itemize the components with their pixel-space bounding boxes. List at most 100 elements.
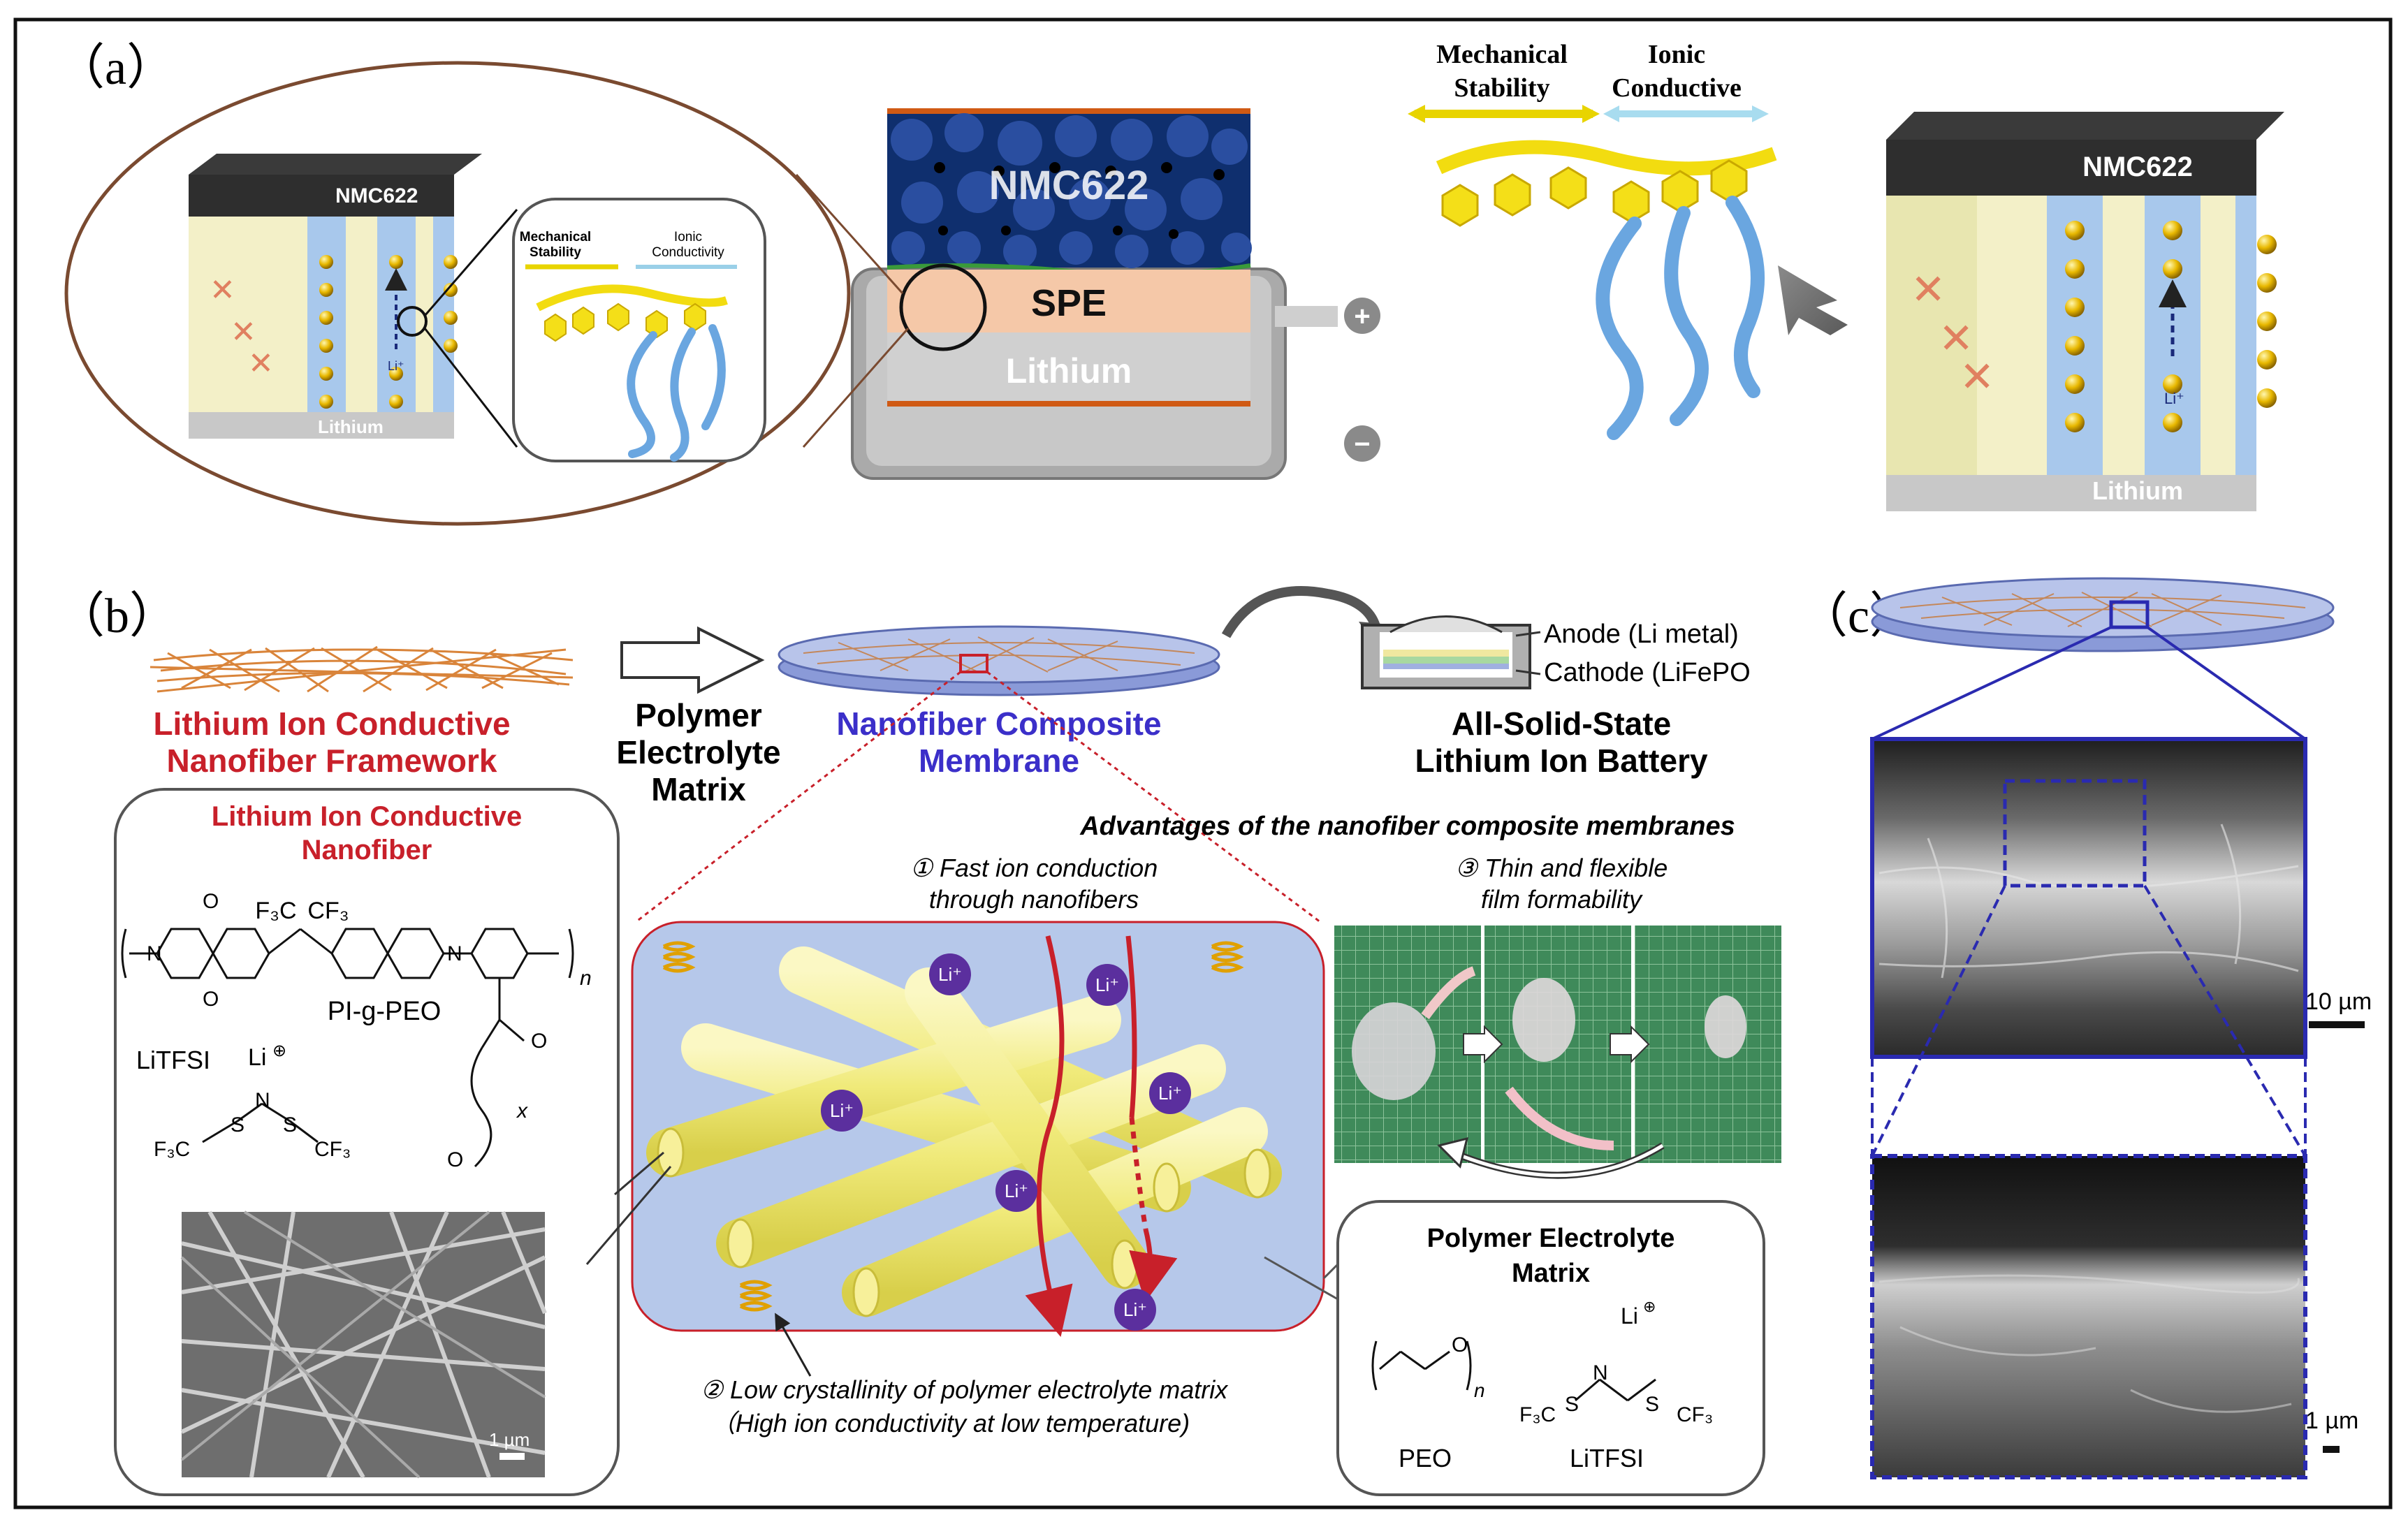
result-li-label: Li⁺	[2164, 390, 2184, 407]
inset-lithium-label: Lithium	[318, 416, 384, 437]
li-ion-label: Li⁺	[1005, 1180, 1028, 1201]
advantage-3-line2: film formability	[1481, 885, 1643, 914]
hexagon-groups	[1441, 159, 1748, 227]
positive-terminal-icon	[1344, 298, 1380, 334]
li-ion-label: Li⁺	[1158, 1083, 1182, 1104]
inset-cell-top	[189, 154, 482, 175]
scale-10um-label: 10 µm	[2305, 988, 2372, 1015]
matrix-li: Li	[1621, 1303, 1638, 1329]
result-cathode	[1886, 140, 2256, 196]
inset-cathode	[189, 175, 454, 217]
nanofiber-chem-box: Lithium Ion Conductive Nanofiber F₃C CF₃…	[114, 788, 620, 1496]
cf3-left: F₃C	[255, 898, 296, 924]
bubble-mech-1: Mechanical	[520, 230, 591, 244]
imide-n: N	[447, 942, 462, 965]
zoom-circle	[899, 263, 987, 351]
membrane-title-1: Nanofiber Composite	[836, 705, 1161, 742]
matrix-s: S	[1565, 1393, 1579, 1416]
lithium-layer	[887, 332, 1250, 401]
matrix-n: N	[1593, 1361, 1608, 1384]
zoom-circle	[397, 306, 428, 337]
peo-structure	[1371, 1340, 1472, 1391]
minus-label: −	[1354, 429, 1370, 460]
tfsi-cf3: CF₃	[314, 1138, 351, 1161]
chem-box-title-1: Lithium Ion Conductive	[212, 801, 522, 832]
ether-o: O	[447, 1148, 463, 1171]
block-x-icon: ✕	[248, 346, 274, 381]
ionic-label-1: Ionic	[1648, 40, 1705, 69]
matrix-box-title-1: Polymer Electrolyte	[1427, 1224, 1675, 1253]
matrix-tfsi-structure	[1575, 1378, 1656, 1402]
composite-detail: Li⁺ Li⁺ Li⁺ Li⁺ Li⁺ Li⁺	[631, 921, 1325, 1337]
curved-arrow	[1221, 586, 1381, 638]
tfsi-s: S	[283, 1113, 297, 1136]
nanofiber-mat	[149, 645, 574, 693]
litfsi-label: LiTFSI	[136, 1046, 210, 1074]
carbonyl-o: O	[203, 890, 219, 913]
li-ion-label: Li⁺	[830, 1100, 854, 1121]
ionic-label-2: Conductive	[1612, 73, 1742, 103]
matrix-step-3: Matrix	[651, 771, 746, 807]
matrix-step-1: Polymer	[635, 697, 762, 733]
process-arrow	[620, 626, 765, 694]
subscript-n: n	[580, 967, 592, 990]
mech-label-2: Stability	[1454, 73, 1549, 103]
bubble-ionic-1: Ionic	[674, 230, 702, 244]
membrane-disc	[778, 625, 1220, 696]
membrane-title-2: Membrane	[919, 743, 1079, 779]
chem-box-title-2: Nanofiber	[302, 835, 432, 865]
battery-title-1: All-Solid-State	[1452, 705, 1671, 742]
framework-title-2: Nanofiber Framework	[167, 743, 497, 779]
mech-label-1: Mechanical	[1436, 40, 1568, 69]
carbonyl-o: O	[203, 988, 219, 1011]
pi-g-peo-label: PI-g-PEO	[328, 997, 442, 1026]
advantage-2-line1: ② Low crystallinity of polymer electroly…	[701, 1375, 1229, 1404]
li-ion-label: Li⁺	[938, 964, 962, 985]
ion-path	[1025, 935, 1073, 1337]
spe-label: SPE	[1031, 282, 1107, 324]
result-battery: NMC622 Lithium ✕ ✕ ✕ Li⁺	[1886, 112, 2284, 511]
block-x-icon: ✕	[210, 273, 235, 307]
advantage-2-line2: （High ion conductivity at low temperatur…	[710, 1409, 1190, 1438]
matrix-s: S	[1645, 1393, 1659, 1416]
matrix-box-title-2: Matrix	[1512, 1259, 1590, 1288]
bubble-ionic-2: Conductivity	[652, 245, 724, 260]
negative-terminal-icon	[1344, 425, 1380, 462]
pi-peo-structure	[121, 928, 574, 1168]
spe-layer	[887, 270, 1250, 332]
peo-label: PEO	[1399, 1444, 1452, 1472]
li-plus-label: Li	[248, 1044, 266, 1071]
nmc-particles	[891, 113, 1252, 268]
coin-cell: NMC622 SPE Lithium + −	[795, 108, 1380, 480]
peo-o: O	[1452, 1333, 1468, 1356]
li-ion-label: Li⁺	[1123, 1299, 1147, 1320]
advantage-3-line1: ③ Thin and flexible	[1455, 854, 1668, 882]
anode-label: Anode (Li metal)	[1544, 620, 1739, 649]
panel-b-label: （b）	[56, 590, 178, 643]
matrix-f3c: F₃C	[1519, 1403, 1556, 1426]
lithium-label: Lithium	[1006, 351, 1132, 390]
ion-path	[1125, 935, 1137, 1118]
peo-n: n	[1474, 1380, 1485, 1401]
block-x-icon: ✕	[1911, 266, 1946, 313]
cathode-label: Cathode (LiFePO	[1544, 658, 1751, 687]
nanofibers	[646, 946, 1282, 1317]
zoom-box	[2003, 779, 2147, 888]
polymer-schematic: Mechanical Stability Ionic Conductive	[1408, 40, 1848, 440]
progress-arrow	[1778, 265, 1848, 335]
matrix-litfsi-label: LiTFSI	[1570, 1444, 1644, 1472]
sem-scale-label: 1 µm	[489, 1429, 530, 1450]
plus-label: +	[1354, 301, 1370, 332]
tfsi-f3c: F₃C	[154, 1138, 190, 1161]
scale-1um-label: 1 µm	[2305, 1407, 2358, 1434]
panel-c-disc	[1871, 577, 2335, 652]
zoom-box	[959, 654, 988, 673]
advantage-1-line1: ① Fast ion conduction	[910, 854, 1158, 882]
advantage-1-line2: through nanofibers	[929, 885, 1139, 914]
block-x-icon: ✕	[231, 315, 256, 349]
tfsi-s: S	[231, 1113, 245, 1136]
panel-a-label: （a）	[56, 41, 175, 95]
panel-a-inset: NMC622 Lithium ✕ ✕ ✕ Li⁺ Mechanical Stab…	[64, 61, 851, 526]
li-ion-label: Li⁺	[1095, 974, 1119, 995]
